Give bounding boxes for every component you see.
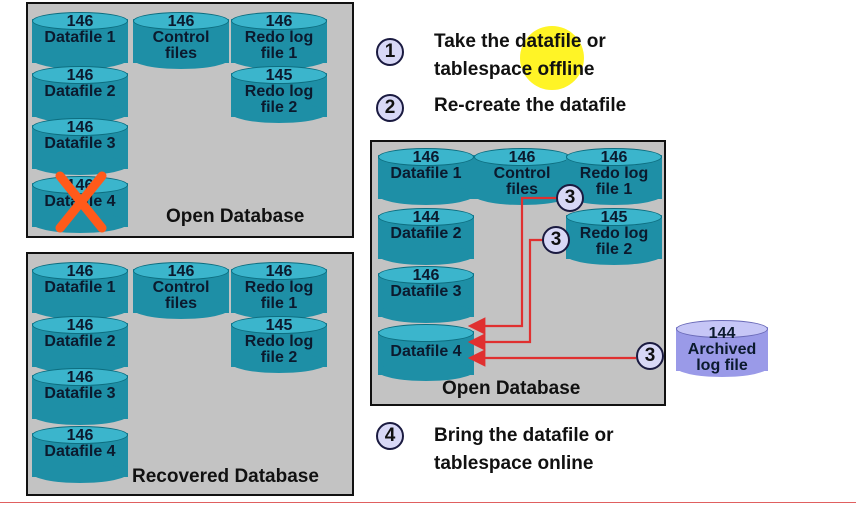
- step-1-badge: 1: [376, 38, 404, 66]
- step-1-text: Take the datafile or tablespace offline: [434, 31, 606, 80]
- redo-log-2-label: 145 Redo log file 2: [244, 67, 314, 116]
- datafile-2-label: 144 Datafile 2: [390, 209, 462, 242]
- redo-log-1-label: 146 Redo log file 1: [244, 13, 314, 62]
- panel-title: Open Database: [442, 378, 581, 399]
- datafile-1-cylinder: 146 Datafile 1: [32, 12, 128, 70]
- open-database-panel-top: 146 Datafile 1 146 Datafile 2 146 Datafi…: [26, 2, 354, 238]
- redo-log-1-cylinder: 146 Redo log file 1: [231, 12, 327, 70]
- redo-log-2-cylinder: 145 Redo log file 2: [231, 66, 327, 124]
- datafile-3-label: 146 Datafile 3: [44, 369, 116, 402]
- redo-log-2-label: 145 Redo log file 2: [579, 209, 649, 258]
- datafile-3-cylinder: 146 Datafile 3: [32, 118, 128, 176]
- datafile-1-label: 146 Datafile 1: [44, 13, 116, 46]
- datafile-2-cylinder: 144 Datafile 2: [378, 208, 474, 266]
- step-3-badge-redo-2: 3: [542, 226, 570, 254]
- datafile-3-label: 146 Datafile 3: [390, 267, 462, 300]
- step-2-text: Re-create the datafile: [434, 95, 627, 116]
- datafile-3-label: 146 Datafile 3: [44, 119, 116, 152]
- control-files-label: 146 Control files: [493, 149, 551, 198]
- datafile-2-label: 146 Datafile 2: [44, 67, 116, 100]
- datafile-1-cylinder: 146 Datafile 1: [378, 148, 474, 206]
- datafile-4-cylinder: 146 Datafile 4: [32, 426, 128, 484]
- datafile-1-label: 146 Datafile 1: [44, 263, 116, 296]
- open-database-panel-right: 146 Datafile 1 144 Datafile 2 146 Datafi…: [370, 140, 666, 406]
- panel-title: Recovered Database: [132, 466, 319, 487]
- recovered-database-panel: 146 Datafile 1 146 Datafile 2 146 Datafi…: [26, 252, 354, 496]
- archived-log-label: 144 Archived log file: [687, 325, 757, 374]
- failure-x-icon: [55, 171, 107, 233]
- arrow-from-redo-log-1: [467, 196, 556, 335]
- control-files-cylinder: 146 Control files: [474, 148, 570, 206]
- control-files-label: 146 Control files: [152, 263, 210, 312]
- datafile-2-cylinder: 146 Datafile 2: [32, 66, 128, 124]
- step-4-badge: 4: [376, 422, 404, 450]
- datafile-2-label: 146 Datafile 2: [44, 317, 116, 350]
- datafile-4-cylinder: 146 Datafile 4: [32, 176, 128, 234]
- redo-log-2-cylinder: 145 Redo log file 2: [231, 316, 327, 374]
- redo-log-1-label: 146 Redo log file 1: [244, 263, 314, 312]
- archived-log-cylinder: 144 Archived log file: [676, 320, 768, 378]
- step-3-badge-archived: 3: [636, 342, 664, 370]
- redo-log-1-cylinder: 146 Redo log file 1: [566, 148, 662, 206]
- redo-log-1-label: 146 Redo log file 1: [579, 149, 649, 198]
- step-2-badge: 2: [376, 94, 404, 122]
- datafile-1-cylinder: 146 Datafile 1: [32, 262, 128, 320]
- redo-log-2-label: 145 Redo log file 2: [244, 317, 314, 366]
- redo-log-1-cylinder: 146 Redo log file 1: [231, 262, 327, 320]
- bottom-divider: [0, 502, 856, 503]
- cursor-highlight: [520, 26, 584, 90]
- datafile-4-label: Datafile 4: [390, 343, 462, 360]
- datafile-2-cylinder: 146 Datafile 2: [32, 316, 128, 374]
- datafile-1-label: 146 Datafile 1: [390, 149, 462, 182]
- datafile-3-cylinder: 146 Datafile 3: [32, 368, 128, 426]
- step-4-text: Bring the datafile or tablespace online: [434, 425, 614, 474]
- datafile-4-cylinder: Datafile 4: [378, 324, 474, 382]
- panel-title: Open Database: [166, 206, 305, 227]
- datafile-3-cylinder: 146 Datafile 3: [378, 266, 474, 324]
- control-files-label: 146 Control files: [152, 13, 210, 62]
- datafile-4-label: 146 Datafile 4: [44, 427, 116, 460]
- arrow-from-redo-log-2: [467, 238, 545, 351]
- redo-log-2-cylinder: 145 Redo log file 2: [566, 208, 662, 266]
- control-files-cylinder: 146 Control files: [133, 262, 229, 320]
- control-files-cylinder: 146 Control files: [133, 12, 229, 70]
- step-3-badge-redo-1: 3: [556, 184, 584, 212]
